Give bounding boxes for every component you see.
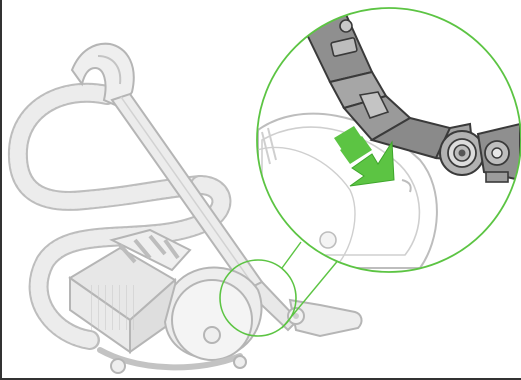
callout-small-circle	[219, 259, 297, 337]
vacuum-cleaner-ghost	[7, 42, 363, 374]
floor-tool	[287, 298, 363, 338]
hose-upper	[7, 82, 210, 211]
hose-lower	[28, 175, 232, 350]
cyclone-bin	[68, 228, 192, 354]
arrow-icon	[334, 126, 395, 187]
callout-leader-top	[281, 241, 302, 269]
detail-callout	[219, 241, 341, 337]
zoom-detail-circle	[256, 7, 521, 273]
frame-left-border	[0, 0, 2, 380]
callout-leader-bottom	[281, 257, 341, 329]
zoom-circle-border	[256, 7, 521, 273]
frame-bottom-border	[0, 378, 521, 380]
pivot-joint	[439, 130, 485, 176]
vacuum-body	[97, 266, 263, 374]
